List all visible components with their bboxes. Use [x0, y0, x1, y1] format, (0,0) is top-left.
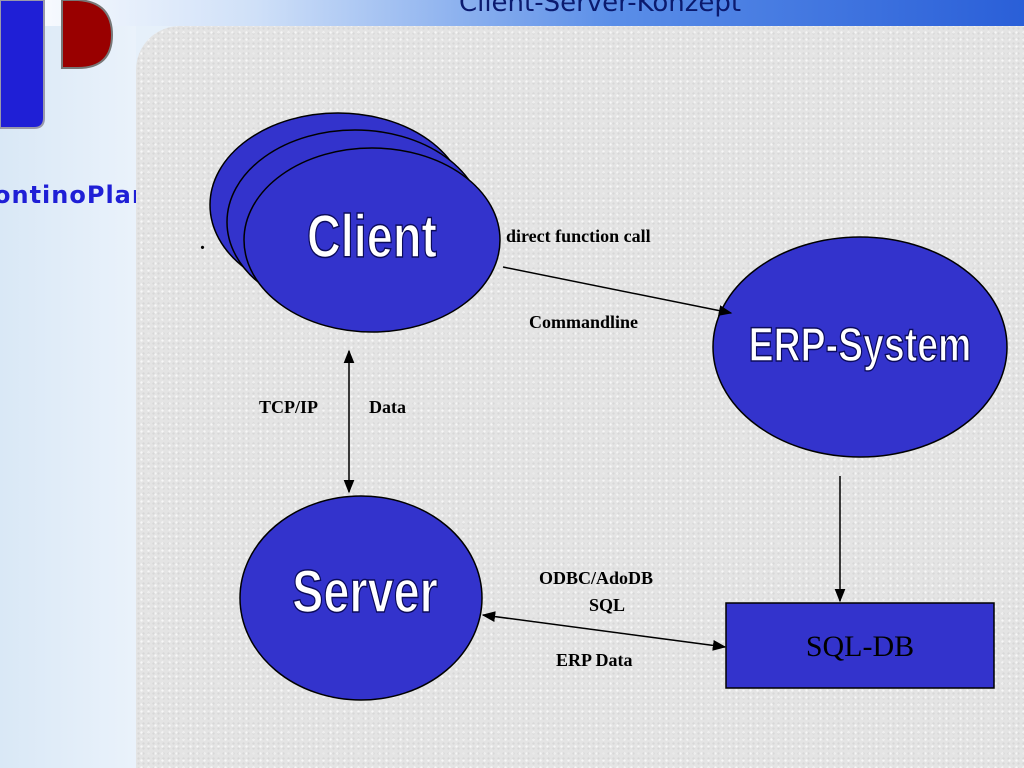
sql-db-node: [725, 602, 995, 689]
client-ellipse-front: [243, 147, 501, 333]
sidebar: ontinoPlan: [0, 26, 149, 768]
server-sqldb-arrow: [481, 611, 727, 651]
d-logo-icon: [0, 0, 114, 129]
title-bar: Client-Server-Konzept: [0, 0, 1024, 26]
client-node: [209, 112, 501, 333]
client-label: Client: [306, 202, 437, 271]
server-node: [239, 495, 483, 701]
slide-title: Client-Server-Konzept: [458, 0, 742, 18]
logo-wordmark: ontinoPlan: [0, 181, 150, 209]
server-label: Server: [292, 557, 439, 626]
odbc-adodb-label: ODBC/AdoDB: [539, 568, 654, 588]
data-label: Data: [369, 397, 406, 417]
sql-db-label: SQL-DB: [805, 630, 915, 663]
sql-label: SQL: [589, 595, 626, 615]
erp-system-label: ERP-System: [748, 318, 972, 373]
client-erp-arrow: [502, 266, 733, 316]
erp-data-label: ERP Data: [556, 650, 633, 670]
erp-system-node: [712, 236, 1008, 458]
tcp-ip-label: TCP/IP: [259, 397, 319, 417]
direct-function-call-label: direct function call: [506, 226, 651, 246]
commandline-label: Commandline: [529, 312, 639, 332]
stray-dot: .: [200, 232, 205, 254]
